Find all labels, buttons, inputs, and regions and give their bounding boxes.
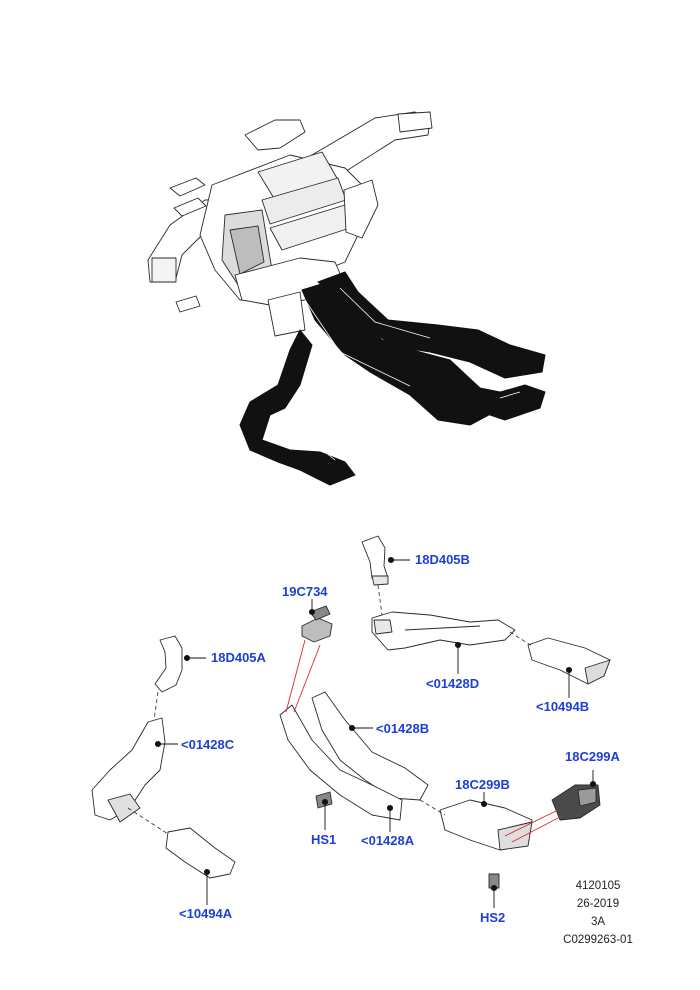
- rear-floor-ducts-assembled: [239, 271, 546, 486]
- callout-18c299b: 18C299B: [455, 777, 510, 792]
- part-19c734-sensor: [301, 617, 333, 643]
- part-01428a-duct: [279, 704, 403, 821]
- part-01428b-duct: [311, 691, 429, 801]
- callout-19c734: 19C734: [282, 584, 328, 599]
- assembly-lines: [127, 584, 533, 835]
- callout-10494b: <10494B: [536, 699, 590, 714]
- right-floor-duct-black: [317, 271, 546, 379]
- drawing-revision: 3A: [590, 916, 606, 928]
- part-18d405a-elbow: [154, 635, 183, 693]
- drawing-reference: C0299263-01: [563, 934, 633, 946]
- callout-01428b: <01428B: [376, 721, 430, 736]
- drawing-date: 26-2019: [576, 898, 620, 910]
- outlet-duct-black: [489, 384, 546, 421]
- callout-01428c: <01428C: [181, 737, 235, 752]
- part-10494a-outlet: [165, 827, 236, 879]
- sensor-guide-lines: [285, 639, 563, 843]
- upper-middle-duct-arm: [244, 119, 306, 151]
- assembled-hvac-ducting: [147, 111, 433, 337]
- callout-leaders: [154, 556, 597, 908]
- callout-hs1: HS1: [311, 832, 337, 847]
- callout-01428d: <01428D: [426, 676, 480, 691]
- callout-hs2: HS2: [480, 910, 506, 925]
- callout-18c299a: 18C299A: [565, 749, 620, 764]
- left-floor-duct-black: [239, 329, 356, 486]
- callout-18d405b: 18D405B: [415, 552, 470, 567]
- drawing-number: 4120105: [575, 880, 621, 892]
- callout-01428a: <01428A: [361, 833, 415, 848]
- part-hs2-screw: [488, 873, 500, 889]
- part-01428d-duct: [371, 611, 516, 651]
- callout-10494a: <10494A: [179, 906, 233, 921]
- callout-18d405a: 18D405A: [211, 650, 266, 665]
